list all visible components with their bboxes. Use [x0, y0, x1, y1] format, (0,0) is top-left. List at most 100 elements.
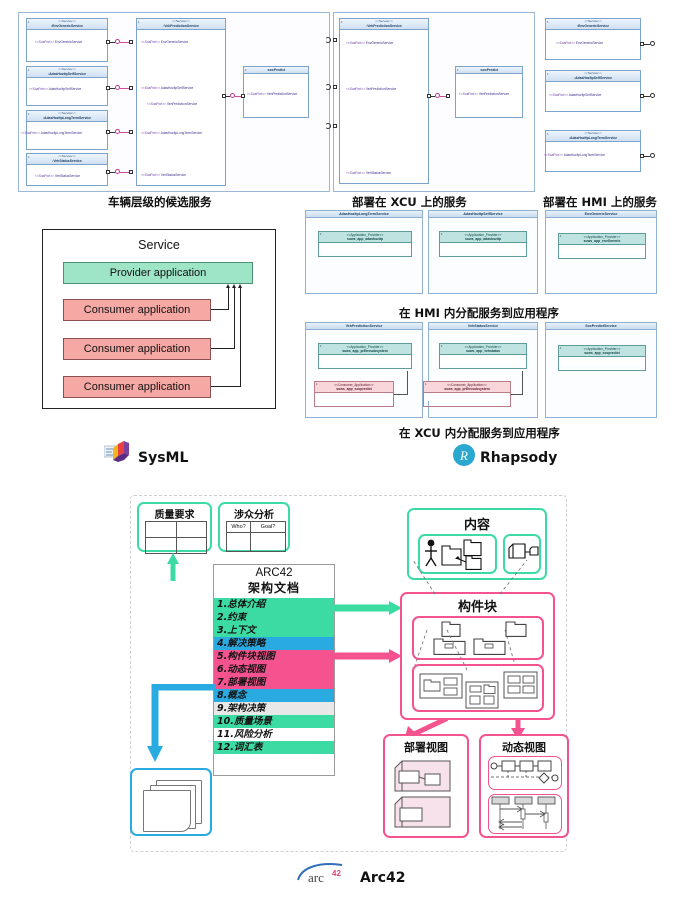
required-port-square[interactable] — [129, 170, 133, 174]
port-label: <<SoaPort>> EnvGenericService — [556, 41, 603, 45]
application-provider[interactable]: 1 <<Application_Provider>> suws_app_envG… — [558, 233, 646, 259]
arc42-item[interactable]: 6.动态视图 — [214, 663, 334, 676]
required-port-square[interactable] — [129, 130, 133, 134]
block-name: :VehPredictionService — [163, 23, 199, 28]
port-square[interactable] — [333, 38, 337, 42]
assembly-connector-ball[interactable] — [115, 169, 120, 174]
provided-port-square[interactable] — [427, 94, 431, 98]
service-block-env-generic[interactable]: <<Service>> :EnvGenericService 1 <<SoaPo… — [26, 18, 108, 62]
provided-port-square[interactable] — [640, 154, 644, 158]
arc42-item[interactable]: 8.概念 — [214, 689, 334, 702]
interface-ball[interactable] — [650, 153, 655, 158]
required-interface-socket[interactable] — [325, 84, 331, 90]
service-block-adas-self[interactable]: <<Service>> :AdasHozItpSelfService 1 <<S… — [26, 66, 108, 106]
content-inner-left — [418, 534, 497, 574]
documents-stack-box[interactable] — [130, 768, 212, 836]
provided-port-square[interactable] — [106, 130, 110, 134]
service-block-hmi-adas-self[interactable]: <<Service>> :AdasHozItpSelfService 1 <<S… — [545, 70, 641, 112]
required-port-square[interactable] — [129, 86, 133, 90]
interface-ball[interactable] — [650, 93, 655, 98]
assembly-connector-ball[interactable] — [115, 39, 120, 44]
multiplicity: 1 — [320, 344, 322, 348]
required-interface-socket[interactable] — [325, 37, 331, 43]
provided-port-square[interactable] — [106, 86, 110, 90]
service-block-veh-prediction-center[interactable]: <<Service>> :VehPredictionService 1 <<So… — [136, 18, 226, 186]
provided-port-square[interactable] — [640, 42, 644, 46]
service-block-veh-prediction-xcu[interactable]: <<Service>> :VehPredictionService 1 <<So… — [339, 18, 429, 184]
application-provider[interactable]: 1 <<Application_Provider>> suws_app_prEn… — [318, 343, 412, 369]
connector-line-pink — [120, 88, 129, 89]
port-name: VehPredictionService — [166, 102, 198, 106]
port-name: EnvGenericService — [160, 40, 189, 44]
block-name: :socPredict — [266, 68, 286, 72]
service-block-adas-longterm[interactable]: <<Service>> :AdasHozItpLongTermService 1… — [21, 110, 108, 150]
stakeholder-analysis-box[interactable]: 涉众分析 Who? Goal? — [218, 502, 290, 552]
stereotype-label: <<Consumer_Application>> — [334, 383, 374, 387]
deployment-view-panel[interactable]: 部署视图 — [383, 734, 469, 838]
dynamic-view-panel[interactable]: 动态视图 — [479, 734, 569, 838]
multiplicity: 1 — [560, 346, 562, 350]
consumer-application-2[interactable]: Consumer application — [63, 338, 211, 360]
alloc-xcu-1[interactable]: VehPredictionService 1 <<Application_Pro… — [305, 322, 423, 418]
service-block-hmi-adas-longterm[interactable]: <<Service>> :AdasHozItpLongTermService 1… — [544, 130, 641, 172]
required-interface-socket[interactable] — [325, 123, 331, 129]
alloc-xcu-3[interactable]: SocPredictService 1 <<Application_Provid… — [545, 322, 657, 418]
port-stereotype: <<SoaPort>> — [346, 171, 365, 175]
application-provider[interactable]: 1 <<Application_Provider>> suws_app_socp… — [558, 345, 646, 371]
assembly-connector-ball[interactable] — [435, 93, 440, 98]
block-header: :socPredict — [456, 67, 522, 75]
arc42-item[interactable]: 10.质量场景 — [214, 715, 334, 728]
service-block-soc-predict[interactable]: :socPredict 1 — [243, 66, 309, 118]
application-provider[interactable]: 1 <<Application_Provider>> suws_app_adas… — [318, 231, 412, 257]
deployment-view-title: 部署视图 — [404, 741, 448, 754]
alloc-hmi-1[interactable]: AdasHozItpLongTermService 1 <<Applicatio… — [305, 210, 423, 294]
arc42-item[interactable]: 11.风险分析 — [214, 728, 334, 741]
arc42-item[interactable]: 2.约束 — [214, 611, 334, 624]
alloc-xcu-2[interactable]: VehStatusService 1 <<Application_Provide… — [423, 322, 538, 418]
provided-port-square[interactable] — [106, 40, 110, 44]
required-port-square[interactable] — [446, 94, 450, 98]
consumer-application[interactable]: 1 <<Consumer_Application>> suws_app_prEn… — [423, 381, 511, 407]
item-number: 2. — [217, 612, 228, 623]
assembly-connector-ball[interactable] — [115, 85, 120, 90]
arc42-item[interactable]: 7.部署视图 — [214, 676, 334, 689]
content-panel[interactable]: 内容 — [407, 508, 547, 580]
arc42-item[interactable]: 5.构件块视图 — [214, 650, 334, 663]
service-block-soc-predict-xcu[interactable]: :socPredict 1 — [455, 66, 523, 118]
consumer-application-1[interactable]: Consumer application — [63, 299, 211, 321]
service-block-hmi-env-generic[interactable]: <<Service>> :EnvGenericService 1 <<SoaPo… — [545, 18, 641, 60]
service-block-veh-status[interactable]: <<Service>> :VehStatusService 1 <<SoaPor… — [26, 153, 108, 186]
port-label: <<SoaPort>> AdasHozItpSelfService — [141, 86, 193, 90]
arc42-item[interactable]: 3.上下文 — [214, 624, 334, 637]
arc42-document[interactable]: ARC42 架构文档 1.总体介绍 2.约束 3.上下文 4.解决策略 5.构件… — [213, 564, 335, 776]
required-port-square[interactable] — [241, 94, 245, 98]
provided-port-square[interactable] — [106, 170, 110, 174]
port-stereotype: <<SoaPort>> — [549, 93, 568, 97]
assembly-connector-ball[interactable] — [230, 93, 235, 98]
port-square[interactable] — [333, 85, 337, 89]
building-block-panel[interactable]: 构件块 — [400, 592, 555, 720]
quality-requirements-box[interactable]: 质量要求 — [137, 502, 212, 554]
provided-port-square[interactable] — [640, 94, 644, 98]
provider-application[interactable]: Provider application — [63, 262, 253, 284]
assembly-connector-ball[interactable] — [115, 129, 120, 134]
alloc-hmi-3[interactable]: EnvGenericService 1 <<Application_Provid… — [545, 210, 657, 294]
arrow-to-building-block-panel — [334, 649, 402, 663]
provided-port-square[interactable] — [222, 94, 226, 98]
caption-hmi-allocation: 在 HMI 内分配服务到应用程序 — [399, 306, 559, 320]
alloc-hmi-2[interactable]: AdasHozItpSelfService 1 <<Application_Pr… — [428, 210, 538, 294]
arc42-item[interactable]: 12.词汇表 — [214, 741, 334, 754]
application-provider[interactable]: 1 <<Application_Provider>> suws_app_vehs… — [439, 343, 527, 369]
block-name: :EnvGenericService — [50, 23, 84, 28]
arc42-item[interactable]: 4.解决策略 — [214, 637, 334, 650]
interface-ball[interactable] — [650, 41, 655, 46]
arc42-item[interactable]: 1.总体介绍 — [214, 598, 334, 611]
application-provider[interactable]: 1 <<Application_Provider>> suws_app_adas… — [439, 231, 527, 257]
item-number: 5. — [217, 651, 228, 662]
arc42-item[interactable]: 9.架构决策 — [214, 702, 334, 715]
consumer-application[interactable]: 1 <<Consumer_Application>> suws_app_socp… — [314, 381, 394, 407]
port-square[interactable] — [333, 124, 337, 128]
consumer-application-3[interactable]: Consumer application — [63, 376, 211, 398]
multiplicity: 1 — [316, 382, 318, 386]
required-port-square[interactable] — [129, 40, 133, 44]
